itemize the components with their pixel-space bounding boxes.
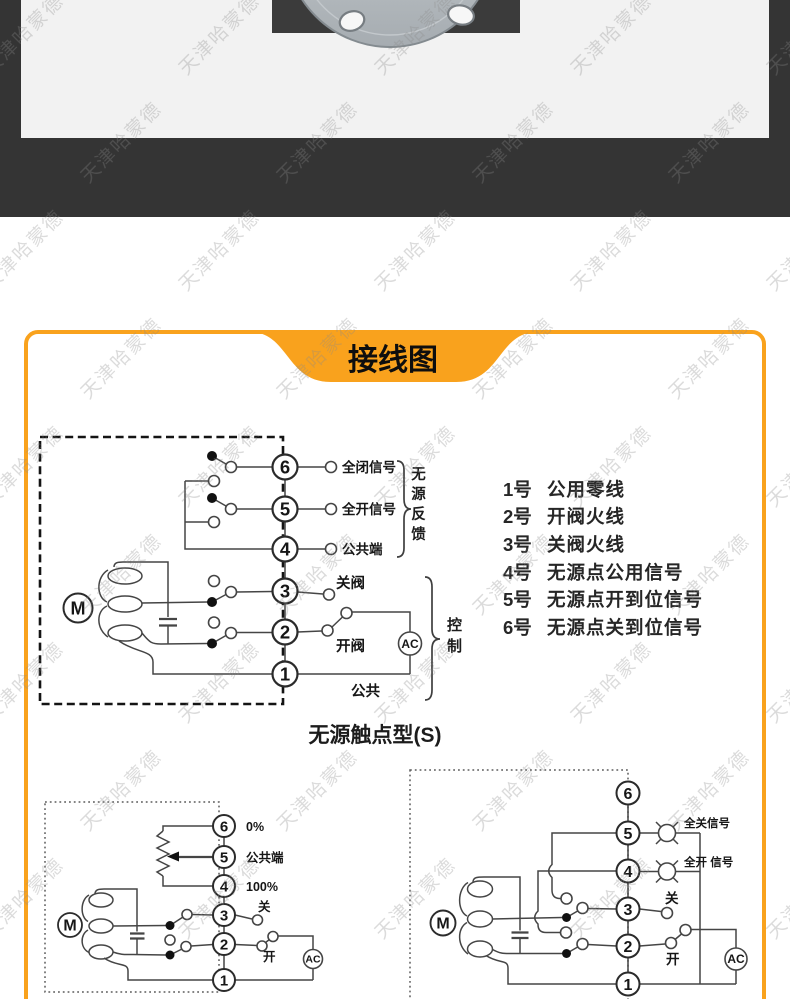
list-item: 2号开阀火线 [503,506,626,528]
product-photo-panel [21,0,769,138]
diagram-caption: 无源触点型(S) [308,724,442,747]
flange-bolt-hole [338,10,366,32]
list-item: 5号无源点开到位信号 [503,589,704,611]
flange-photo [272,0,520,48]
list-item: 6号无源点关到位信号 [503,616,704,638]
terminal-description-list: 1号公用零线 2号开阀火线 3号关阀火线 4号无源点公用信号 5号无源点开到位信… [503,475,703,641]
list-item: 4号无源点公用信号 [503,561,684,583]
flange-inner-rim [316,0,464,36]
wiring-diagram-section [24,330,766,999]
flange-body [301,0,479,48]
list-item: 1号公用零线 [503,478,626,500]
flange-bolt-hole [447,4,475,26]
label-control: 控制 [445,617,462,659]
label-passive-feedback: 无源反馈 [409,466,425,546]
list-item: 3号关阀火线 [503,533,626,555]
